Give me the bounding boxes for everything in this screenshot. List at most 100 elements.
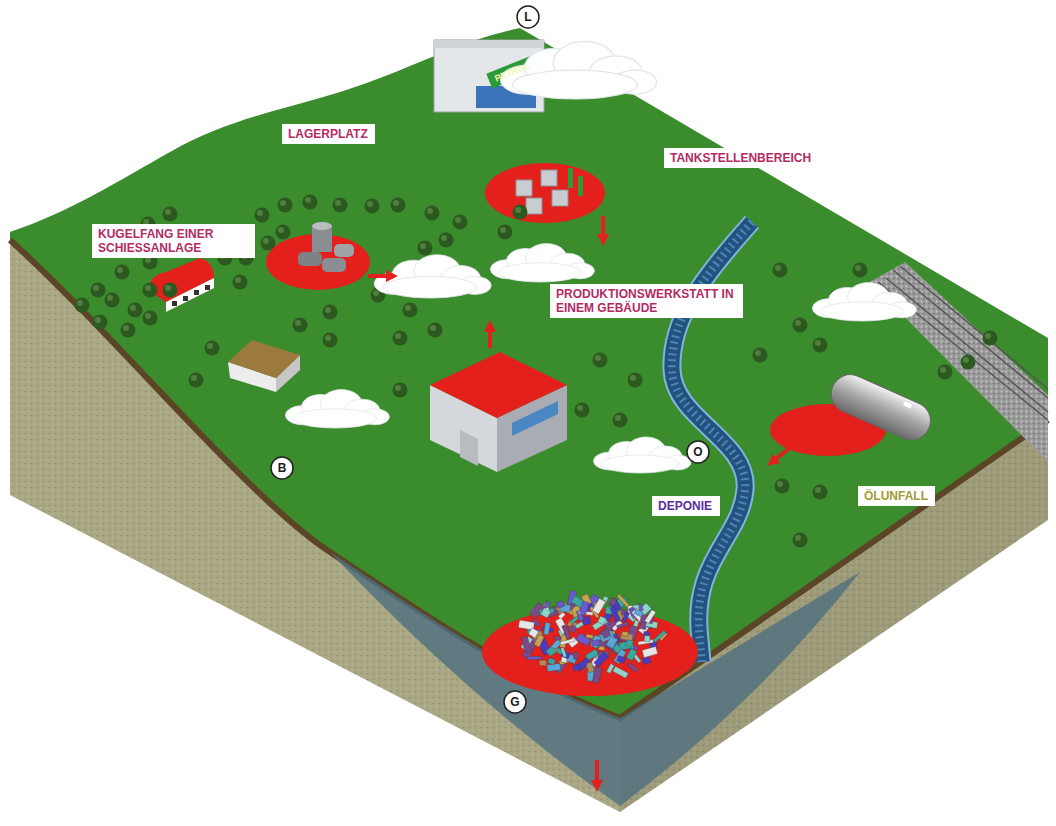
waste-pile-part bbox=[617, 594, 629, 607]
shooting-range-part bbox=[183, 296, 188, 301]
waste-pile-part bbox=[606, 664, 614, 674]
tree-part bbox=[775, 479, 790, 494]
tree-part bbox=[325, 307, 331, 313]
waste-pile-part bbox=[592, 598, 605, 614]
flow-arrows-part bbox=[368, 274, 392, 278]
tree-part bbox=[815, 340, 821, 346]
tree-part bbox=[261, 236, 276, 251]
tree bbox=[753, 348, 768, 363]
tree bbox=[418, 241, 433, 256]
waste-pile-part bbox=[622, 612, 630, 622]
tree bbox=[163, 207, 178, 222]
tree bbox=[233, 275, 248, 290]
landfill-part bbox=[482, 608, 698, 696]
location-marker: B bbox=[270, 456, 294, 480]
tree-part bbox=[145, 285, 151, 291]
oil-spill-part bbox=[825, 369, 936, 446]
tree-part bbox=[365, 199, 380, 214]
tree bbox=[205, 341, 220, 356]
waste-pile-part bbox=[592, 640, 600, 646]
tree-part bbox=[207, 343, 213, 349]
railway-part bbox=[893, 270, 1048, 398]
tree-part bbox=[793, 533, 808, 548]
area-label: DEPONIE bbox=[652, 496, 720, 516]
waste-pile-part bbox=[575, 622, 584, 629]
petrol-station-part bbox=[526, 198, 542, 214]
flow-arrows-part bbox=[488, 326, 492, 348]
cloud-part bbox=[383, 276, 477, 298]
area-name: KUGELFANG EINER SCHIESSANLAGE bbox=[98, 227, 248, 255]
petrol-station-part bbox=[541, 170, 557, 186]
production-building bbox=[430, 352, 567, 472]
flow-arrows-part bbox=[601, 216, 605, 240]
tree-part bbox=[938, 365, 953, 380]
area-label: TANKSTELLENBEREICH bbox=[664, 148, 819, 168]
tree bbox=[628, 373, 643, 388]
waste-pile-part bbox=[586, 662, 594, 673]
marker-letter: B bbox=[278, 461, 287, 475]
tree bbox=[255, 208, 270, 223]
waste-pile-part bbox=[606, 636, 618, 649]
tree bbox=[498, 225, 513, 240]
tree-part bbox=[280, 200, 286, 206]
tree-part bbox=[813, 485, 828, 500]
tree bbox=[403, 303, 418, 318]
topsoil-edge bbox=[10, 240, 1048, 718]
waste-pile-part bbox=[610, 598, 617, 606]
tree-part bbox=[500, 227, 506, 233]
tree bbox=[163, 283, 178, 298]
tree bbox=[261, 236, 276, 251]
storage-yard-part bbox=[334, 244, 354, 257]
tree bbox=[775, 479, 790, 494]
tree-part bbox=[513, 205, 528, 220]
waste-pile-part bbox=[528, 628, 538, 638]
tree-part bbox=[405, 305, 411, 311]
tree-part bbox=[498, 225, 513, 240]
marker-circle-shape bbox=[271, 457, 293, 479]
tree-part bbox=[191, 375, 197, 381]
tree bbox=[293, 318, 308, 333]
tree-part bbox=[91, 283, 106, 298]
marker-circle-shape bbox=[687, 441, 709, 463]
oil-spill-part-part bbox=[825, 369, 936, 446]
tree-part bbox=[395, 385, 401, 391]
waste-pile-part bbox=[539, 660, 546, 666]
cloud-group bbox=[285, 41, 916, 473]
tree-part bbox=[143, 311, 158, 326]
tree-part bbox=[295, 320, 301, 326]
waste-pile-part bbox=[622, 631, 629, 636]
tree-part bbox=[395, 333, 401, 339]
waste-pile-part bbox=[521, 636, 532, 653]
tree bbox=[425, 206, 440, 221]
waste-pile-part bbox=[560, 638, 575, 645]
tree bbox=[143, 283, 158, 298]
tree-part bbox=[985, 333, 991, 339]
cloud-part bbox=[293, 409, 376, 428]
tree-part bbox=[95, 317, 101, 323]
tree-part bbox=[983, 331, 998, 346]
petrol-station-part bbox=[434, 40, 544, 48]
waste-pile-part bbox=[541, 608, 551, 618]
tree-part bbox=[755, 350, 761, 356]
tree-part bbox=[77, 300, 83, 306]
tree bbox=[93, 315, 108, 330]
tree bbox=[333, 198, 348, 213]
tree-part bbox=[323, 305, 338, 320]
tree bbox=[961, 355, 976, 370]
tree-part bbox=[278, 227, 284, 233]
groundwater bbox=[330, 552, 860, 806]
tree-part bbox=[255, 208, 270, 223]
tree-part bbox=[853, 263, 868, 278]
waste-pile-part bbox=[579, 601, 589, 615]
waste-pile-part bbox=[614, 649, 627, 664]
waste-pile-part bbox=[573, 652, 579, 660]
storage-yard bbox=[266, 222, 370, 290]
waste-pile-part bbox=[586, 634, 594, 639]
waste-pile-part bbox=[563, 626, 571, 639]
waste-pile-part bbox=[548, 658, 556, 665]
waste-pile-part bbox=[642, 656, 651, 664]
tree-part bbox=[189, 373, 204, 388]
tree bbox=[773, 263, 788, 278]
tree-part bbox=[775, 265, 781, 271]
